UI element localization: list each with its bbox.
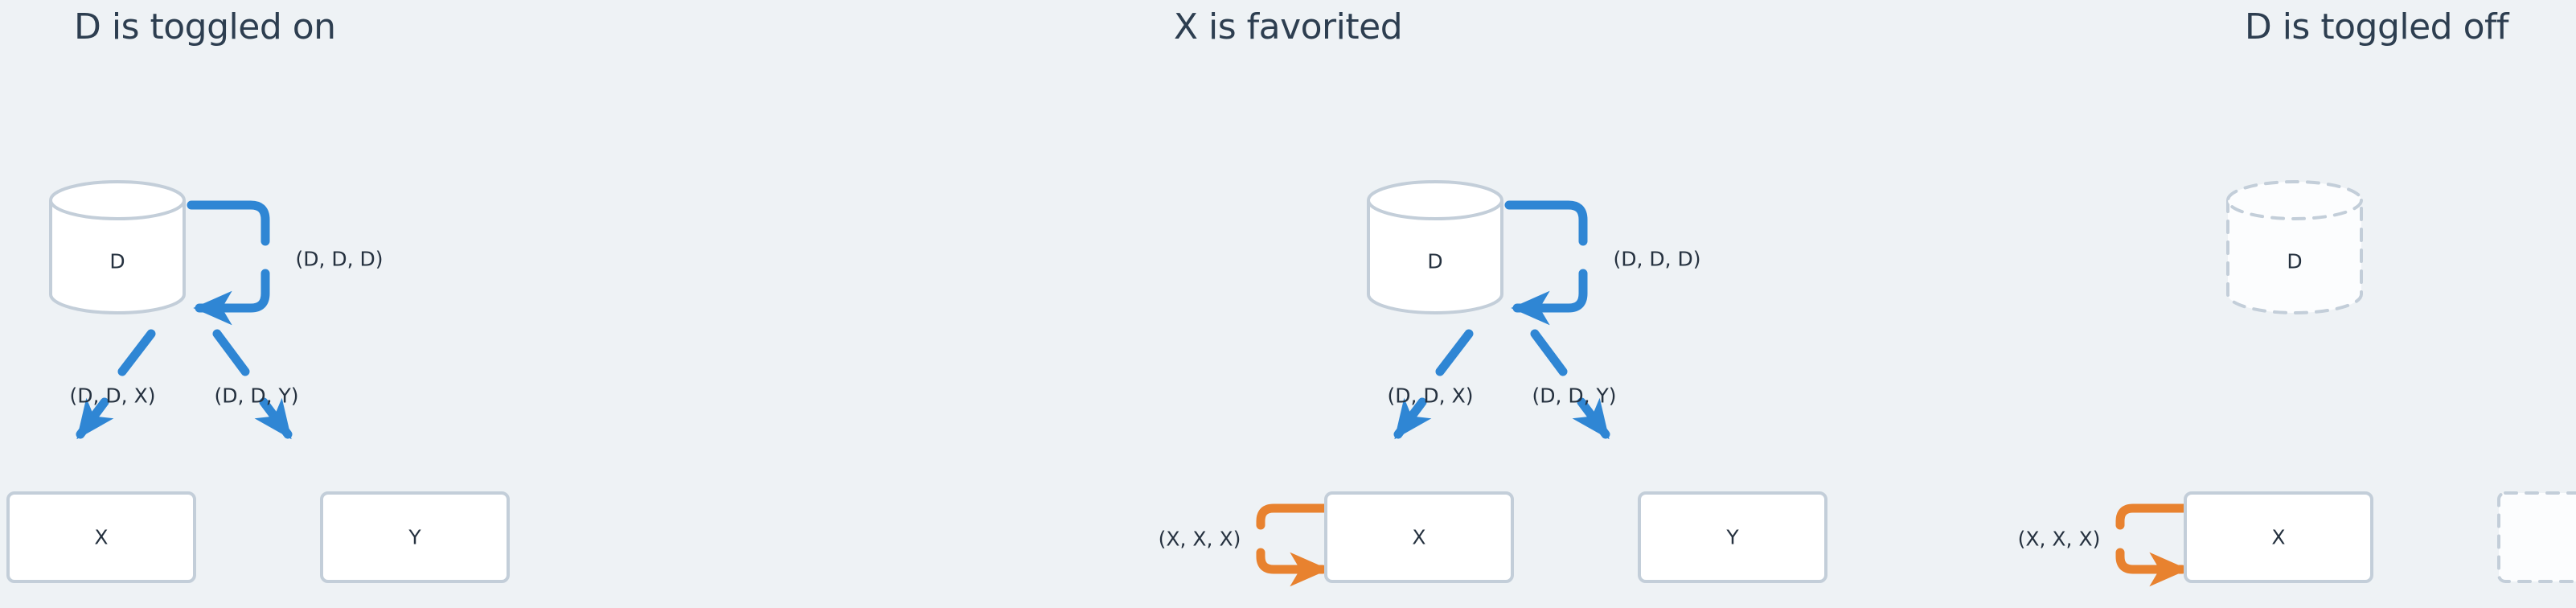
edge-d-self [187,200,270,326]
panel-title: D is toggled off [2244,6,2509,47]
node-d[interactable] [49,180,186,314]
edge-d-x [1393,329,1474,440]
edge-x-self [1256,503,1331,587]
edge-x-self [2115,503,2190,587]
node-y[interactable] [320,491,510,583]
panel-toggled-on: D is toggled on [0,0,859,608]
panel-toggled-off: D is toggled off [1717,0,2576,608]
edge-d-x [76,329,156,440]
node-y[interactable] [1638,491,1827,583]
node-d[interactable] [2226,180,2363,314]
node-d[interactable] [1367,180,1503,314]
panel-1-graphics [1256,180,1827,587]
node-x[interactable] [1324,491,1514,583]
panel-0-graphics [6,180,510,583]
edge-d-y [212,329,293,440]
node-y[interactable] [2497,491,2576,583]
panel-title: X is favorited [1173,6,1403,47]
panel-title: D is toggled on [74,6,336,47]
node-x[interactable] [6,491,196,583]
node-x[interactable] [2184,491,2373,583]
edge-d-y [1530,329,1610,440]
panel-x-favorited: X is favorited [859,0,1827,608]
panel-2-graphics [2115,180,2576,587]
edge-d-self [1504,200,1588,326]
